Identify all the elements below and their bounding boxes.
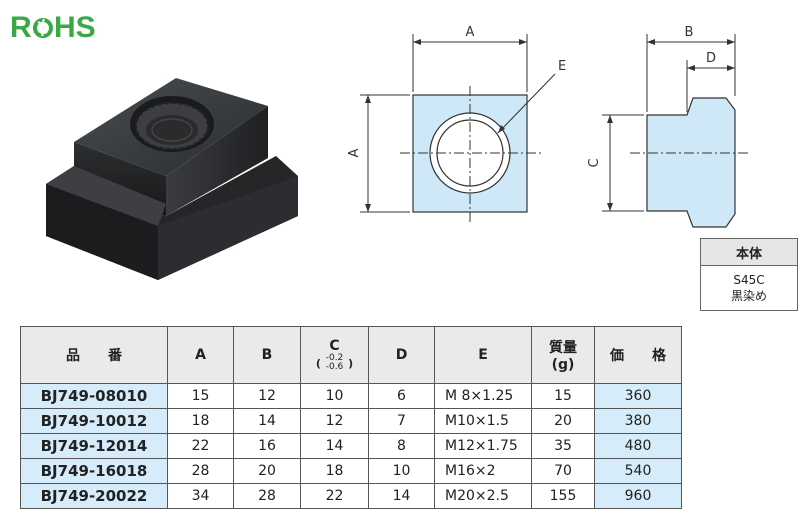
col-header-d: D <box>368 326 435 384</box>
cell-e: M10×1.5 <box>434 408 532 434</box>
col-header-mass-unit: (g) <box>551 357 575 373</box>
cell-c: 12 <box>300 408 369 434</box>
cell-mass: 70 <box>531 458 595 484</box>
cell-mass: 20 <box>531 408 595 434</box>
material-box: 本体 S45C 黒染め <box>700 238 798 311</box>
c-tolerance-close: ) <box>348 356 354 370</box>
cell-code: BJ749-12014 <box>20 433 168 459</box>
c-tolerance-upper: -0.2 <box>325 353 344 363</box>
col-header-b: B <box>233 326 301 384</box>
cell-d: 7 <box>368 408 435 434</box>
cell-a: 28 <box>167 458 234 484</box>
cell-e: M16×2 <box>434 458 532 484</box>
svg-text:R: R <box>10 11 33 44</box>
t-slot-nut-photo <box>46 78 298 280</box>
dim-label-e: E <box>558 59 566 74</box>
cell-code: BJ749-08010 <box>20 383 168 409</box>
col-header-mass-label: 質量 <box>549 340 577 356</box>
material-spec: S45C 黒染め <box>700 265 798 311</box>
cell-b: 28 <box>233 483 301 509</box>
side-view: B D C <box>587 25 748 228</box>
cell-a: 15 <box>167 383 234 409</box>
svg-text:HS: HS <box>54 11 96 44</box>
material-finish: 黒染め <box>730 289 767 303</box>
cell-mass: 155 <box>531 483 595 509</box>
cell-code: BJ749-16018 <box>20 458 168 484</box>
dim-label-d: D <box>706 51 716 66</box>
cell-c: 18 <box>300 458 369 484</box>
col-header-a: A <box>167 326 234 384</box>
col-header-code: 品 番 <box>20 326 168 384</box>
cell-b: 20 <box>233 458 301 484</box>
cell-d: 14 <box>368 483 435 509</box>
cell-price: 960 <box>594 483 682 509</box>
cell-b: 12 <box>233 383 301 409</box>
technical-drawing: A A E B D C <box>347 25 748 228</box>
cell-code: BJ749-10012 <box>20 408 168 434</box>
col-header-c: C ( -0.2 -0.6 ) <box>300 326 369 384</box>
cell-a: 18 <box>167 408 234 434</box>
cell-b: 14 <box>233 408 301 434</box>
table-header-row: 品 番 A B C ( -0.2 -0.6 ) D E 質量 (g) 価 格 <box>20 326 682 384</box>
dim-label-c: C <box>587 158 602 167</box>
cell-price: 380 <box>594 408 682 434</box>
cell-e: M 8×1.25 <box>434 383 532 409</box>
material-header: 本体 <box>700 238 798 266</box>
cell-mass: 35 <box>531 433 595 459</box>
cell-price: 360 <box>594 383 682 409</box>
cell-d: 10 <box>368 458 435 484</box>
cell-b: 16 <box>233 433 301 459</box>
cell-a: 22 <box>167 433 234 459</box>
cell-e: M12×1.75 <box>434 433 532 459</box>
rohs-logo: R HS <box>10 11 96 44</box>
dim-label-b: B <box>685 25 694 40</box>
cell-d: 8 <box>368 433 435 459</box>
front-view: A A E <box>347 25 566 224</box>
col-header-e: E <box>434 326 532 384</box>
dim-label-a-left: A <box>347 148 362 157</box>
cell-d: 6 <box>368 383 435 409</box>
col-header-mass: 質量 (g) <box>531 326 595 384</box>
cell-e: M20×2.5 <box>434 483 532 509</box>
cell-c: 22 <box>300 483 369 509</box>
material-grade: S45C <box>733 273 765 287</box>
cell-code: BJ749-20022 <box>20 483 168 509</box>
cell-mass: 15 <box>531 383 595 409</box>
cell-price: 540 <box>594 458 682 484</box>
c-tolerance-lower: -0.6 <box>325 362 344 372</box>
dim-label-a-top: A <box>466 25 475 40</box>
cell-c: 14 <box>300 433 369 459</box>
cell-c: 10 <box>300 383 369 409</box>
c-tolerance: -0.2 -0.6 <box>326 354 344 372</box>
spec-table: 品 番 A B C ( -0.2 -0.6 ) D E 質量 (g) 価 格 B… <box>20 326 682 509</box>
cell-price: 480 <box>594 433 682 459</box>
col-header-price: 価 格 <box>594 326 682 384</box>
c-tolerance-open: ( <box>315 356 321 370</box>
cell-a: 34 <box>167 483 234 509</box>
col-header-c-label: C <box>329 338 340 354</box>
